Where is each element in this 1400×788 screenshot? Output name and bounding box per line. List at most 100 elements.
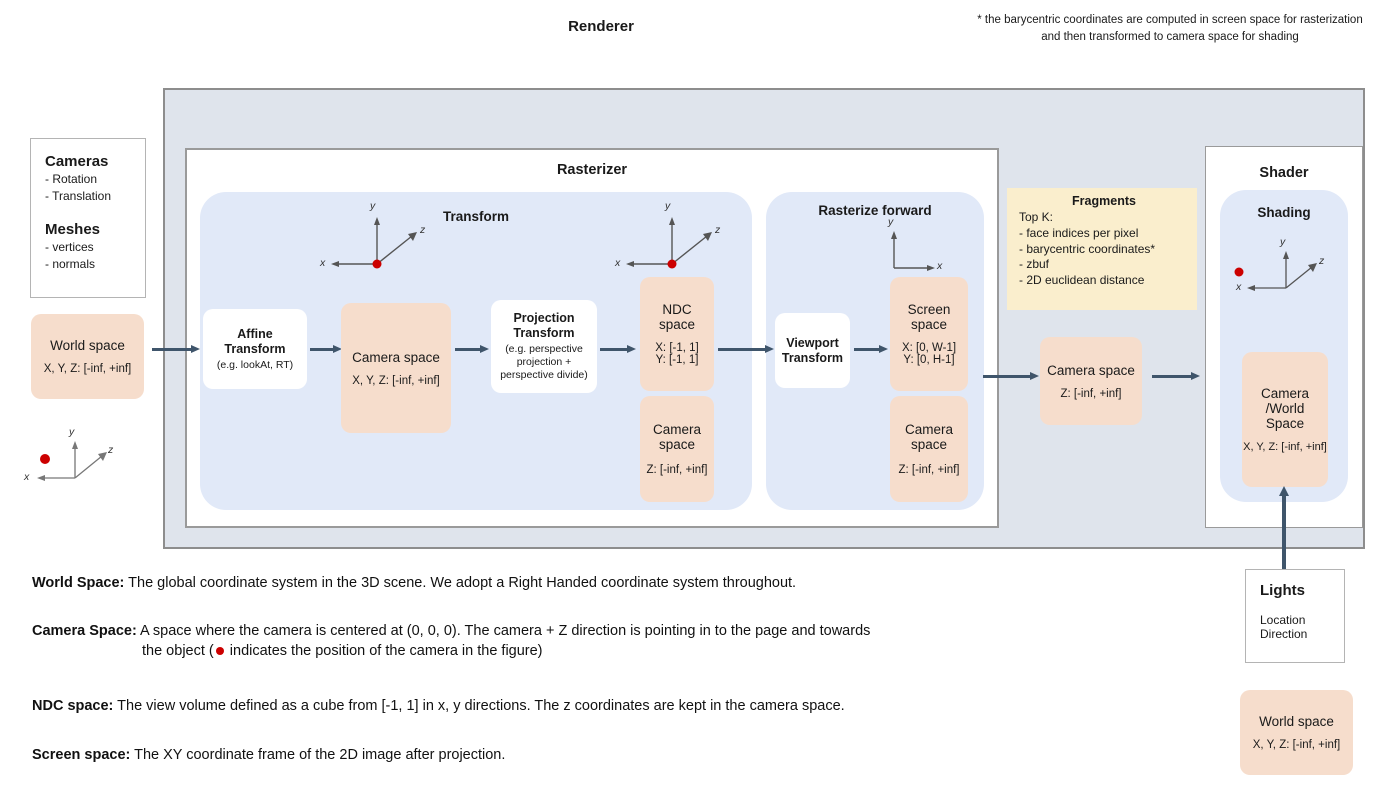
projection-transform-sub2: projection + [516,356,572,369]
fragments-item: - face indices per pixel [1019,225,1139,240]
screen-space-line2: space [910,317,948,332]
affine-transform-line2: Transform [224,341,286,356]
inputs-card: Cameras - Rotation - Translation Meshes … [30,138,146,298]
world-space-box[interactable]: World space X, Y, Z: [-inf, +inf] [31,314,144,399]
fragments-item: - 2D euclidean distance [1019,273,1145,288]
legend-ndc-space: NDC space: The view volume defined as a … [32,697,1112,717]
affine-transform-line1: Affine [237,326,273,341]
axis-label-z: z [1319,255,1325,267]
fragments-intro: Top K: [1019,210,1054,224]
legend-term: World Space: [32,575,125,591]
arrow-lights-to-shading [1279,486,1289,576]
viewport-transform-line1: Viewport [786,335,839,350]
mid-camera-space-range: Z: [-inf, +inf] [1060,387,1122,400]
cameras-item: - Translation [45,189,112,204]
mid-camera-space-box[interactable]: Camera space Z: [-inf, +inf] [1040,337,1142,425]
affine-transform-box[interactable]: Affine Transform (e.g. lookAt, RT) [203,309,307,389]
ndc-space-x-range: X: [-1, 1] [655,342,699,354]
lights-item: Direction [1260,627,1308,641]
legend-screen-space: Screen space: The XY coordinate frame of… [32,746,1112,766]
arrow-ndc-to-viewport [718,345,774,354]
rf-camera-space-line1: Camera [904,422,953,437]
transform-camera-space-z-line1: Camera [652,422,701,437]
rf-camera-space-range: Z: [-inf, +inf] [898,464,960,476]
viewport-transform-box[interactable]: Viewport Transform [775,313,850,388]
camera-dot-icon [215,646,224,655]
arrow-projection-to-ndc [600,345,636,354]
legend-term: NDC space: [32,698,114,714]
camera-world-space-box[interactable]: Camera /World Space X, Y, Z: [-inf, +inf… [1242,352,1328,487]
screen-space-y-range: Y: [0, H-1] [903,354,955,366]
legend-text: A space where the camera is centered at … [136,623,871,639]
world-axes-gizmo: y x z [20,426,130,500]
legend-text: The XY coordinate frame of the 2D image … [130,747,506,763]
axis-label-x: x [320,257,326,269]
legend-camera-space: Camera Space: A space where the camera i… [32,622,1112,661]
ndc-space-line1: NDC [662,302,692,317]
bottom-world-space-name: World space [1259,714,1334,729]
arrow-viewport-to-screen [854,345,888,354]
transform-axes-gizmo: y x z [320,200,440,280]
axis-label-y: y [665,200,671,212]
transform-camera-space-z-range: Z: [-inf, +inf] [646,464,708,476]
cameras-item: - Rotation [45,172,98,186]
legend-text-part-b: indicates the position of the camera in … [225,642,543,659]
ndc-axes-gizmo: y x z [615,200,735,280]
transform-camera-space-z-line2: space [658,437,696,452]
axis-label-x: x [937,260,943,272]
axis-label-x: x [615,257,621,269]
bottom-world-space-box[interactable]: World space X, Y, Z: [-inf, +inf] [1240,690,1353,775]
rasterize-forward-camera-space-box[interactable]: Camera space Z: [-inf, +inf] [890,396,968,502]
meshes-item: - normals [45,257,96,272]
fragments-title: Fragments [1072,194,1136,208]
lights-item: Location [1260,613,1306,627]
meshes-heading: Meshes [45,221,101,239]
meshes-item: - vertices [45,240,94,255]
shading-axes-gizmo: y x z [1228,236,1340,302]
transform-camera-space-z-box[interactable]: Camera space Z: [-inf, +inf] [640,396,714,502]
shading-title: Shading [1257,205,1311,220]
camera-world-space-line3: Space [1265,416,1305,431]
renderer-title: Renderer [568,18,634,35]
axis-label-y: y [888,216,894,228]
camera-world-space-line1: Camera [1260,386,1309,401]
viewport-transform-line2: Transform [781,350,844,365]
rf-camera-space-line2: space [910,437,948,452]
ndc-space-box[interactable]: NDC space X: [-1, 1] Y: [-1, 1] [640,277,714,391]
affine-transform-sub: (e.g. lookAt, RT) [216,358,294,371]
projection-transform-sub3: perspective divide) [500,368,588,381]
axis-label-y: y [370,200,376,212]
transform-camera-space-name: Camera space [352,349,440,365]
arrow-world-to-affine [152,345,200,354]
transform-camera-space-range: X, Y, Z: [-inf, +inf] [352,374,440,387]
axis-label-y: y [69,426,75,438]
legend-text: The global coordinate system in the 3D s… [124,575,797,591]
screen-space-x-range: X: [0, W-1] [901,342,957,354]
cameras-heading: Cameras [45,153,109,170]
projection-transform-box[interactable]: Projection Transform (e.g. perspective p… [491,300,597,393]
legend-term: Camera Space: [32,623,137,639]
axis-label-z: z [420,224,426,236]
screen-space-box[interactable]: Screen space X: [0, W-1] Y: [0, H-1] [890,277,968,391]
legend-text-part-a: the object ( [142,642,214,659]
legend-term: Screen space: [32,747,131,763]
arrow-camera-space-to-projection [455,345,489,354]
transform-camera-space-box[interactable]: Camera space X, Y, Z: [-inf, +inf] [341,303,451,433]
projection-transform-line2: Transform [513,326,575,341]
legend-world-space: World Space: The global coordinate syste… [32,574,1112,594]
arrow-rasterizer-to-mid-camera-space [983,372,1039,381]
ndc-space-line2: space [658,317,696,332]
transform-title: Transform [442,209,510,224]
camera-world-space-range: X, Y, Z: [-inf, +inf] [1243,441,1327,453]
fragments-box: Fragments Top K: - face indices per pixe… [1007,188,1197,310]
fragments-item: - barycentric coordinates* [1019,241,1156,256]
rasterizer-title: Rasterizer [556,162,628,178]
arrow-affine-to-camera-space [310,345,342,354]
rasterize-forward-title: Rasterize forward [818,203,932,218]
screen-axes-gizmo: y x [878,216,956,278]
lights-title: Lights [1260,582,1305,599]
lights-card: Lights Location Direction [1245,569,1345,663]
bottom-world-space-range: X, Y, Z: [-inf, +inf] [1252,739,1341,751]
axis-label-z: z [108,444,114,456]
projection-transform-line1: Projection [513,311,575,326]
